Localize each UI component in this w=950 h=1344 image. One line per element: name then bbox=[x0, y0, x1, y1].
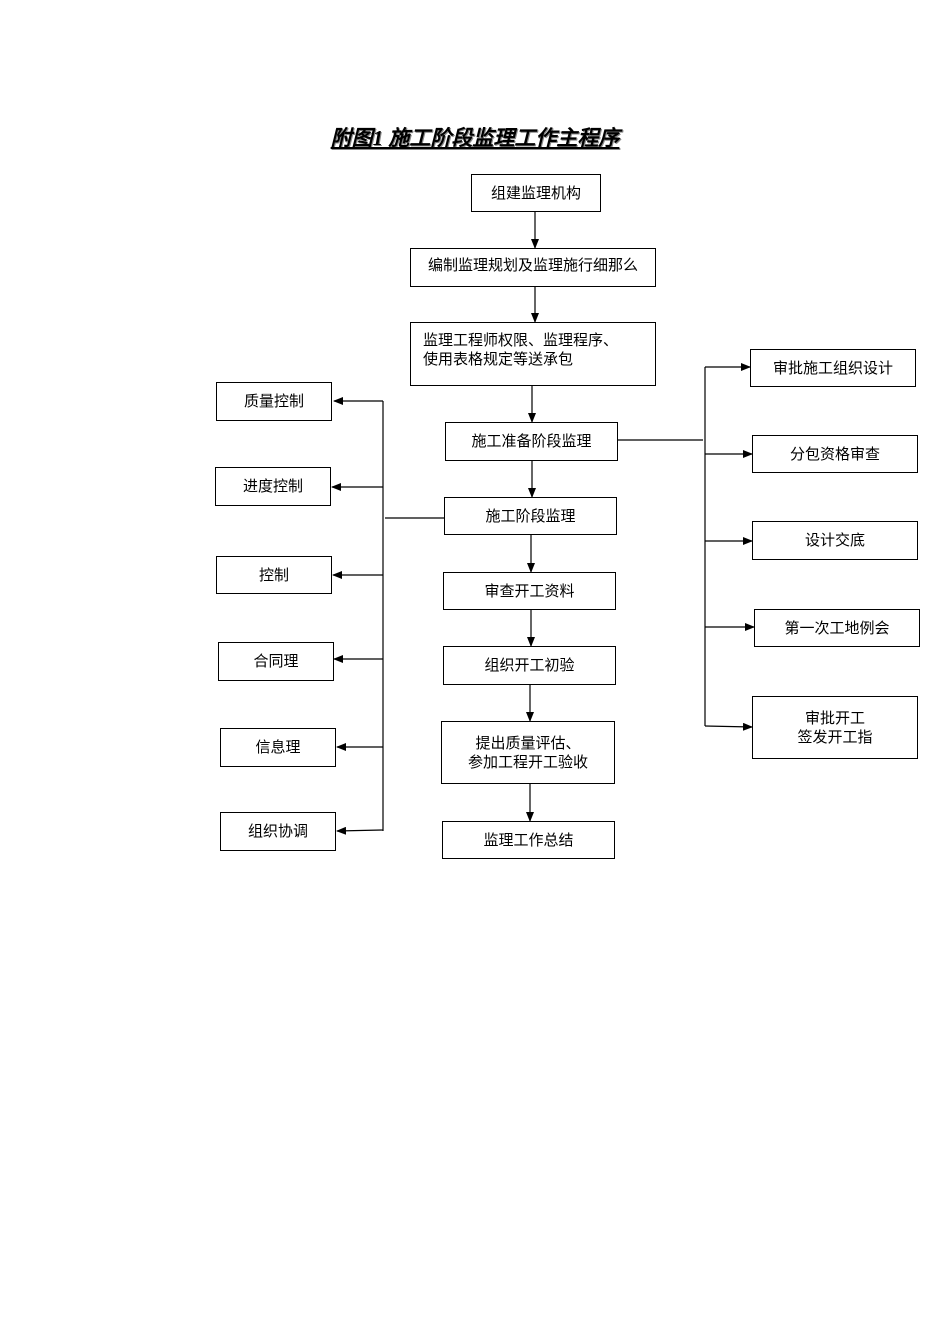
diagram-title: 附图1 施工阶段监理工作主程序 bbox=[330, 126, 620, 150]
left-box-progress-control: 进度控制 bbox=[215, 467, 331, 506]
arrow-left-6 bbox=[336, 826, 384, 835]
step-box-establish-organization: 组建监理机构 bbox=[471, 174, 601, 212]
left-box-control: 控制 bbox=[216, 556, 332, 594]
step-box-construction-supervision: 施工阶段监理 bbox=[444, 497, 617, 535]
right-box-approve-construction-design: 审批施工组织设计 bbox=[750, 349, 916, 387]
step-box-preparation-supervision: 施工准备阶段监理 bbox=[445, 422, 618, 461]
left-box-contract-management: 合同理 bbox=[218, 642, 334, 681]
step-box-compile-plan: 编制监理规划及监理施行细那么 bbox=[410, 248, 656, 287]
left-box-information-management: 信息理 bbox=[220, 728, 336, 767]
step-box-authority-procedures: 监理工程师权限、监理程序、 使用表格规定等送承包 bbox=[410, 322, 656, 386]
step-box-work-summary: 监理工作总结 bbox=[442, 821, 615, 859]
right-box-design-disclosure: 设计交底 bbox=[752, 521, 918, 560]
right-box-first-site-meeting: 第一次工地例会 bbox=[754, 609, 920, 647]
right-box-approve-start-order: 审批开工 签发开工指 bbox=[752, 696, 918, 759]
step-box-quality-assessment: 提出质量评估、 参加工程开工验收 bbox=[441, 721, 615, 784]
left-box-organization-coordination: 组织协调 bbox=[220, 812, 336, 851]
left-box-quality-control: 质量控制 bbox=[216, 382, 332, 421]
arrow-right-5 bbox=[704, 722, 753, 731]
right-box-subcontract-qualification: 分包资格审查 bbox=[752, 435, 918, 473]
step-box-review-start-documents: 审查开工资料 bbox=[443, 572, 616, 610]
step-box-initial-inspection: 组织开工初验 bbox=[443, 646, 616, 685]
